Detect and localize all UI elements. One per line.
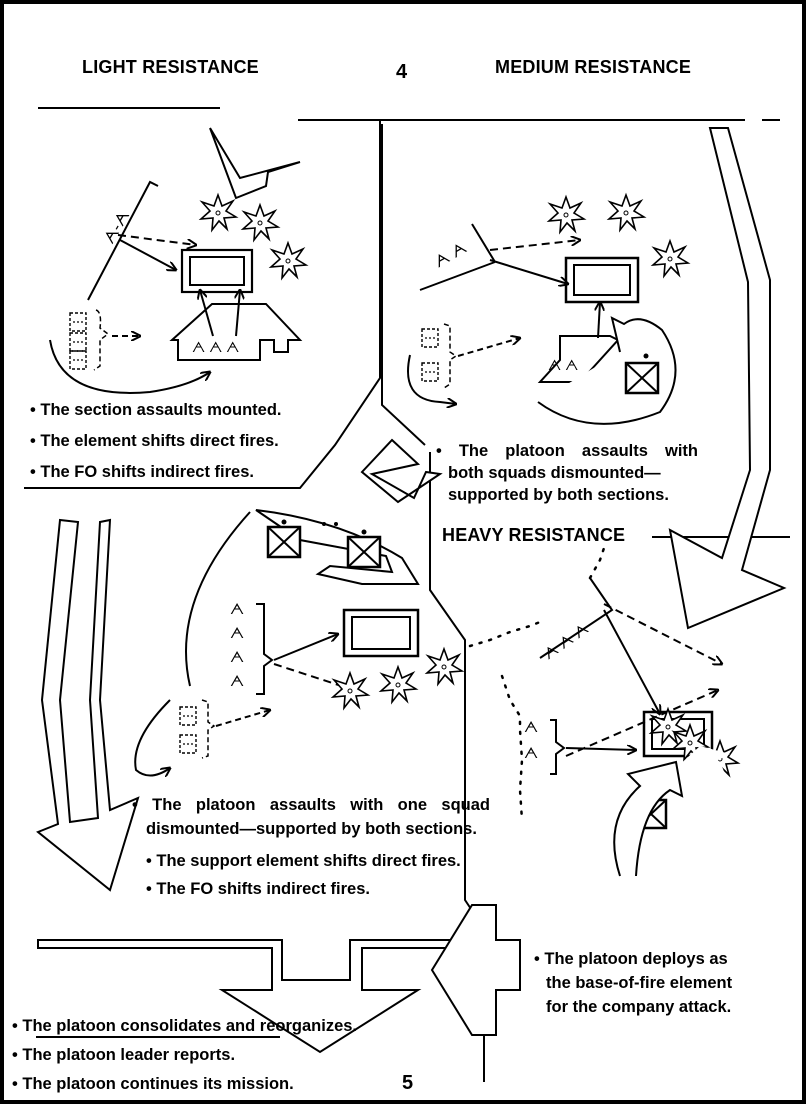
flow-arrows [36,127,787,1054]
svg-text:ᗅ: ᗅ [524,745,538,762]
lower-left-note-line-1: • The platoon assaults with one squad [132,796,490,814]
medium-note-line-3: supported by both sections. [448,486,669,504]
svg-text:ᗅ: ᗅ [230,601,244,618]
consolidation-note-3: • The platoon continues its mission. [12,1075,294,1093]
step-number-4: 4 [396,61,408,83]
lower-left-note-line-2: dismounted—supported by both sections. [146,820,477,838]
lower-left-note-line-3: • The support element shifts direct fire… [146,852,461,870]
svg-text:ᗅ ᗅ ᗅ: ᗅ ᗅ ᗅ [192,339,239,355]
medium-note-line-1: • The platoon assaults with [436,442,698,460]
svg-text:ᗅ: ᗅ [230,625,244,642]
light-resistance-scene: ᗅ-ᗅ ᗅ ᗅ ᗅ [49,180,307,394]
svg-text:ᗅ: ᗅ [230,673,244,690]
svg-text:ᗅ: ᗅ [230,649,244,666]
svg-text:ᗅ ᗅ: ᗅ ᗅ [548,357,578,373]
heavy-note-line-3: for the company attack. [546,998,732,1016]
light-resistance-heading: LIGHT RESISTANCE [82,57,259,77]
svg-text:ᗅ: ᗅ [524,719,538,736]
lower-left-note-line-4: • The FO shifts indirect fires. [146,880,370,898]
svg-text:ᗅ ᗅ ᗅ: ᗅ ᗅ ᗅ [541,620,592,663]
flow-chevron [209,127,301,200]
light-note-1: • The section assaults mounted. [30,401,282,419]
consolidation-note-2: • The platoon leader reports. [12,1046,236,1064]
step-number-5: 5 [402,1072,414,1094]
medium-resistance-scene: ᗅ ᗅ ᗅ ᗅ [407,194,689,425]
light-note-3: • The FO shifts indirect fires. [30,463,254,481]
svg-text:ᗅ ᗅ: ᗅ ᗅ [432,239,470,271]
medium-note-line-2: both squads dismounted— [448,464,661,482]
one-squad-scene: ᗅ ᗅ ᗅ ᗅ [134,509,463,776]
medium-resistance-heading: MEDIUM RESISTANCE [495,57,692,77]
heavy-note-line-2: the base-of-fire element [546,974,733,992]
heavy-resistance-heading: HEAVY RESISTANCE [442,525,632,546]
svg-text:ᗅ-ᗅ: ᗅ-ᗅ [101,208,133,247]
light-note-2: • The element shifts direct fires. [30,432,279,450]
consolidation-note-1: • The platoon consolidates and reorganiz… [12,1017,358,1035]
heavy-note-line-1: • The platoon deploys as [534,950,728,968]
phase-dividers [24,107,790,1082]
